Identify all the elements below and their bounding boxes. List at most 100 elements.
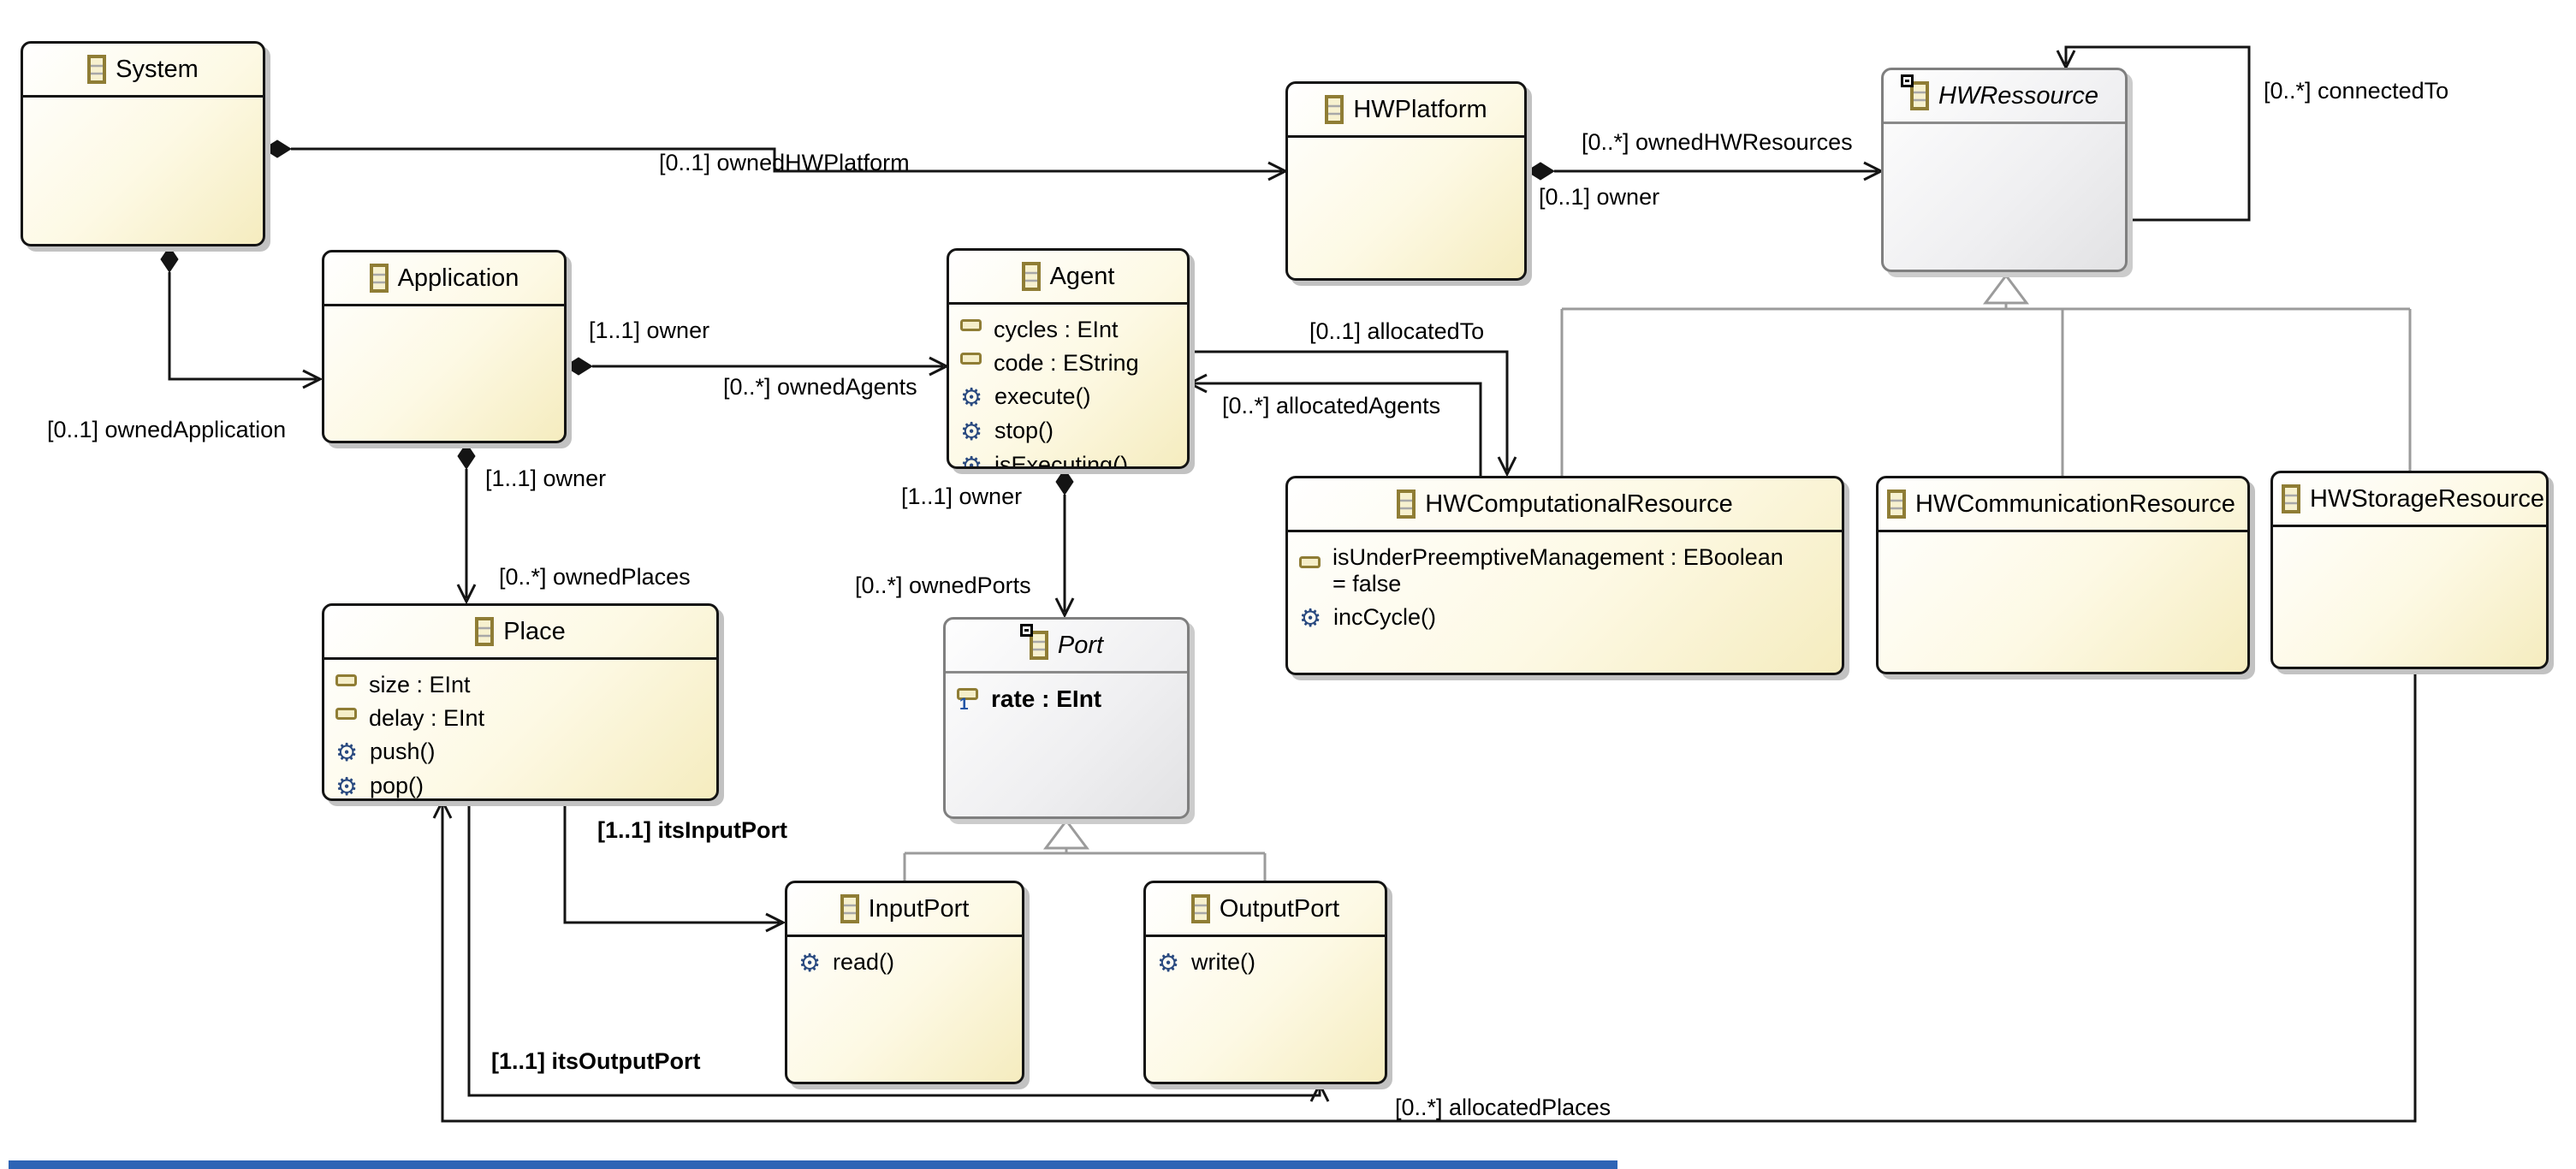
class-hwcomputationalresource-header[interactable]: HWComputationalResource: [1288, 478, 1842, 532]
edge-label-owned-application[interactable]: [0..1] ownedApplication: [47, 417, 287, 442]
operation-row[interactable]: ⚙ push(): [335, 735, 711, 769]
edge-label-its-output-port[interactable]: [1..1] itsOutputPort: [491, 1048, 701, 1074]
member-text: push(): [370, 739, 436, 765]
edge-its-input-port[interactable]: [563, 801, 786, 933]
class-title[interactable]: HWPlatform: [1353, 95, 1487, 123]
class-outputport[interactable]: OutputPort ⚙ write(): [1143, 881, 1387, 1084]
class-hwstorageresource-header[interactable]: HWStorageResource: [2273, 473, 2546, 527]
member-text: code : EString: [994, 350, 1139, 377]
edge-label-connected-to[interactable]: [0..*] connectedTo: [2264, 78, 2449, 104]
edge-label-allocated-to[interactable]: [0..1] allocatedTo: [1309, 318, 1485, 344]
operation-row[interactable]: ⚙ execute(): [960, 380, 1182, 414]
class-hwcommunicationresource-header[interactable]: HWCommunicationResource: [1879, 478, 2247, 532]
edge-owned-agents[interactable]: [564, 356, 950, 377]
edge-label-hwplatform-owner[interactable]: [0..1] owner: [1539, 184, 1660, 210]
eattribute-icon: [335, 708, 357, 721]
operation-row[interactable]: ⚙ isExecuting(): [960, 448, 1182, 469]
edge-label-allocated-agents[interactable]: [0..*] allocatedAgents: [1222, 393, 1441, 418]
class-title[interactable]: Application: [397, 264, 519, 292]
class-title[interactable]: System: [116, 55, 199, 83]
class-hwplatform-members: [1288, 138, 1524, 151]
class-title[interactable]: Port: [1057, 631, 1104, 659]
class-inputport-header[interactable]: InputPort: [787, 883, 1022, 937]
operation-row[interactable]: ⚙ pop(): [335, 769, 711, 801]
operation-row[interactable]: ⚙ read(): [798, 946, 1017, 980]
operation-row[interactable]: ⚙ incCycle(): [1299, 601, 1837, 635]
class-title[interactable]: OutputPort: [1219, 894, 1340, 923]
class-place-header[interactable]: Place: [324, 606, 716, 660]
edge-label-its-input-port[interactable]: [1..1] itsInputPort: [597, 817, 787, 843]
eoperation-icon: ⚙: [335, 739, 358, 768]
attribute-row[interactable]: isUnderPreemptiveManagement : EBoolean =…: [1299, 541, 1837, 601]
eoperation-icon: ⚙: [1157, 950, 1179, 977]
class-application[interactable]: Application: [322, 250, 567, 443]
class-system[interactable]: System: [21, 41, 265, 246]
class-hwressource[interactable]: HWRessource: [1881, 68, 2128, 272]
edge-allocated-places[interactable]: [432, 669, 2417, 1123]
class-title[interactable]: HWCommunicationResource: [1915, 490, 2235, 518]
edge-owned-places[interactable]: [456, 442, 477, 605]
class-agent[interactable]: Agent cycles : EInt code : EString ⚙ exe…: [947, 248, 1190, 469]
class-place[interactable]: Place size : EInt delay : EInt ⚙ push() …: [322, 603, 719, 801]
class-title[interactable]: HWComputationalResource: [1425, 490, 1733, 518]
edge-label-owned-places[interactable]: [0..*] ownedPlaces: [499, 564, 691, 590]
member-text: cycles : EInt: [994, 317, 1119, 342]
edge-label-owned-hwplatform[interactable]: [0..1] ownedHWPlatform: [659, 150, 910, 175]
edge-label-agent-owner[interactable]: [1..1] owner: [589, 317, 710, 343]
edge-owned-hwresources[interactable]: [1526, 161, 1885, 181]
class-hwressource-header[interactable]: HWRessource: [1884, 70, 2125, 124]
operation-row[interactable]: ⚙ stop(): [960, 414, 1182, 448]
class-title[interactable]: Agent: [1049, 262, 1115, 290]
multiplicity-one-badge: 1: [959, 696, 969, 714]
class-hwplatform-header[interactable]: HWPlatform: [1288, 84, 1524, 138]
edge-allocated-to[interactable]: [1190, 350, 1517, 478]
eoperation-icon: ⚙: [335, 774, 358, 801]
abstract-badge-icon: [1901, 74, 1914, 87]
edge-its-output-port[interactable]: [467, 801, 1330, 1102]
eoperation-icon: ⚙: [960, 418, 982, 447]
edge-label-port-owner[interactable]: [1..1] owner: [901, 484, 1023, 509]
member-text: isExecuting(): [994, 452, 1129, 469]
member-text: isUnderPreemptiveManagement : EBoolean =…: [1333, 544, 1784, 597]
class-agent-header[interactable]: Agent: [949, 251, 1187, 305]
generalization-hwressource[interactable]: [1560, 273, 2412, 476]
attribute-row[interactable]: code : EString: [960, 347, 1182, 380]
attribute-row[interactable]: cycles : EInt: [960, 313, 1182, 347]
class-hwstorageresource[interactable]: HWStorageResource: [2270, 471, 2549, 669]
class-hwcommunicationresource[interactable]: HWCommunicationResource: [1876, 476, 2250, 674]
eoperation-icon: ⚙: [798, 950, 821, 977]
class-port[interactable]: Port 1 rate : EInt: [943, 617, 1190, 819]
class-title[interactable]: Place: [503, 617, 566, 645]
class-title[interactable]: InputPort: [868, 894, 970, 923]
edge-owned-ports[interactable]: [1054, 468, 1075, 619]
attribute-row[interactable]: size : EInt: [335, 668, 711, 702]
attribute-row[interactable]: 1 rate : EInt: [957, 682, 1182, 719]
edge-label-owned-ports[interactable]: [0..*] ownedPorts: [855, 573, 1031, 598]
class-system-header[interactable]: System: [23, 44, 263, 98]
class-inputport[interactable]: InputPort ⚙ read(): [785, 881, 1024, 1084]
class-outputport-header[interactable]: OutputPort: [1146, 883, 1385, 937]
edge-allocated-agents[interactable]: [1186, 373, 1482, 476]
eclass-icon: [1190, 894, 1210, 923]
generalization-port[interactable]: [903, 818, 1267, 881]
class-application-header[interactable]: Application: [324, 252, 564, 306]
class-title[interactable]: HWRessource: [1938, 81, 2098, 110]
edge-owned-hwplatform[interactable]: [263, 139, 1289, 181]
class-title[interactable]: HWStorageResource: [2310, 484, 2544, 513]
operation-row[interactable]: ⚙ write(): [1157, 946, 1380, 980]
class-port-header[interactable]: Port: [946, 620, 1187, 674]
eattribute-icon: [960, 353, 982, 365]
class-hwplatform[interactable]: HWPlatform: [1285, 81, 1527, 281]
member-text: delay : EInt: [369, 705, 485, 732]
class-hwcomputationalresource[interactable]: HWComputationalResource isUnderPreemptiv…: [1285, 476, 1844, 675]
eoperation-icon: ⚙: [1299, 605, 1321, 633]
edge-label-allocated-places[interactable]: [0..*] allocatedPlaces: [1395, 1095, 1611, 1120]
edge-label-owned-hwresources[interactable]: [0..*] ownedHWResources: [1582, 129, 1853, 155]
class-system-members: [23, 98, 263, 111]
edge-owned-application[interactable]: [160, 246, 323, 389]
edge-label-owned-agents[interactable]: [0..*] ownedAgents: [723, 374, 917, 400]
edge-label-place-owner[interactable]: [1..1] owner: [485, 466, 607, 491]
eclass-icon: [1021, 262, 1041, 291]
attribute-row[interactable]: delay : EInt: [335, 702, 711, 735]
